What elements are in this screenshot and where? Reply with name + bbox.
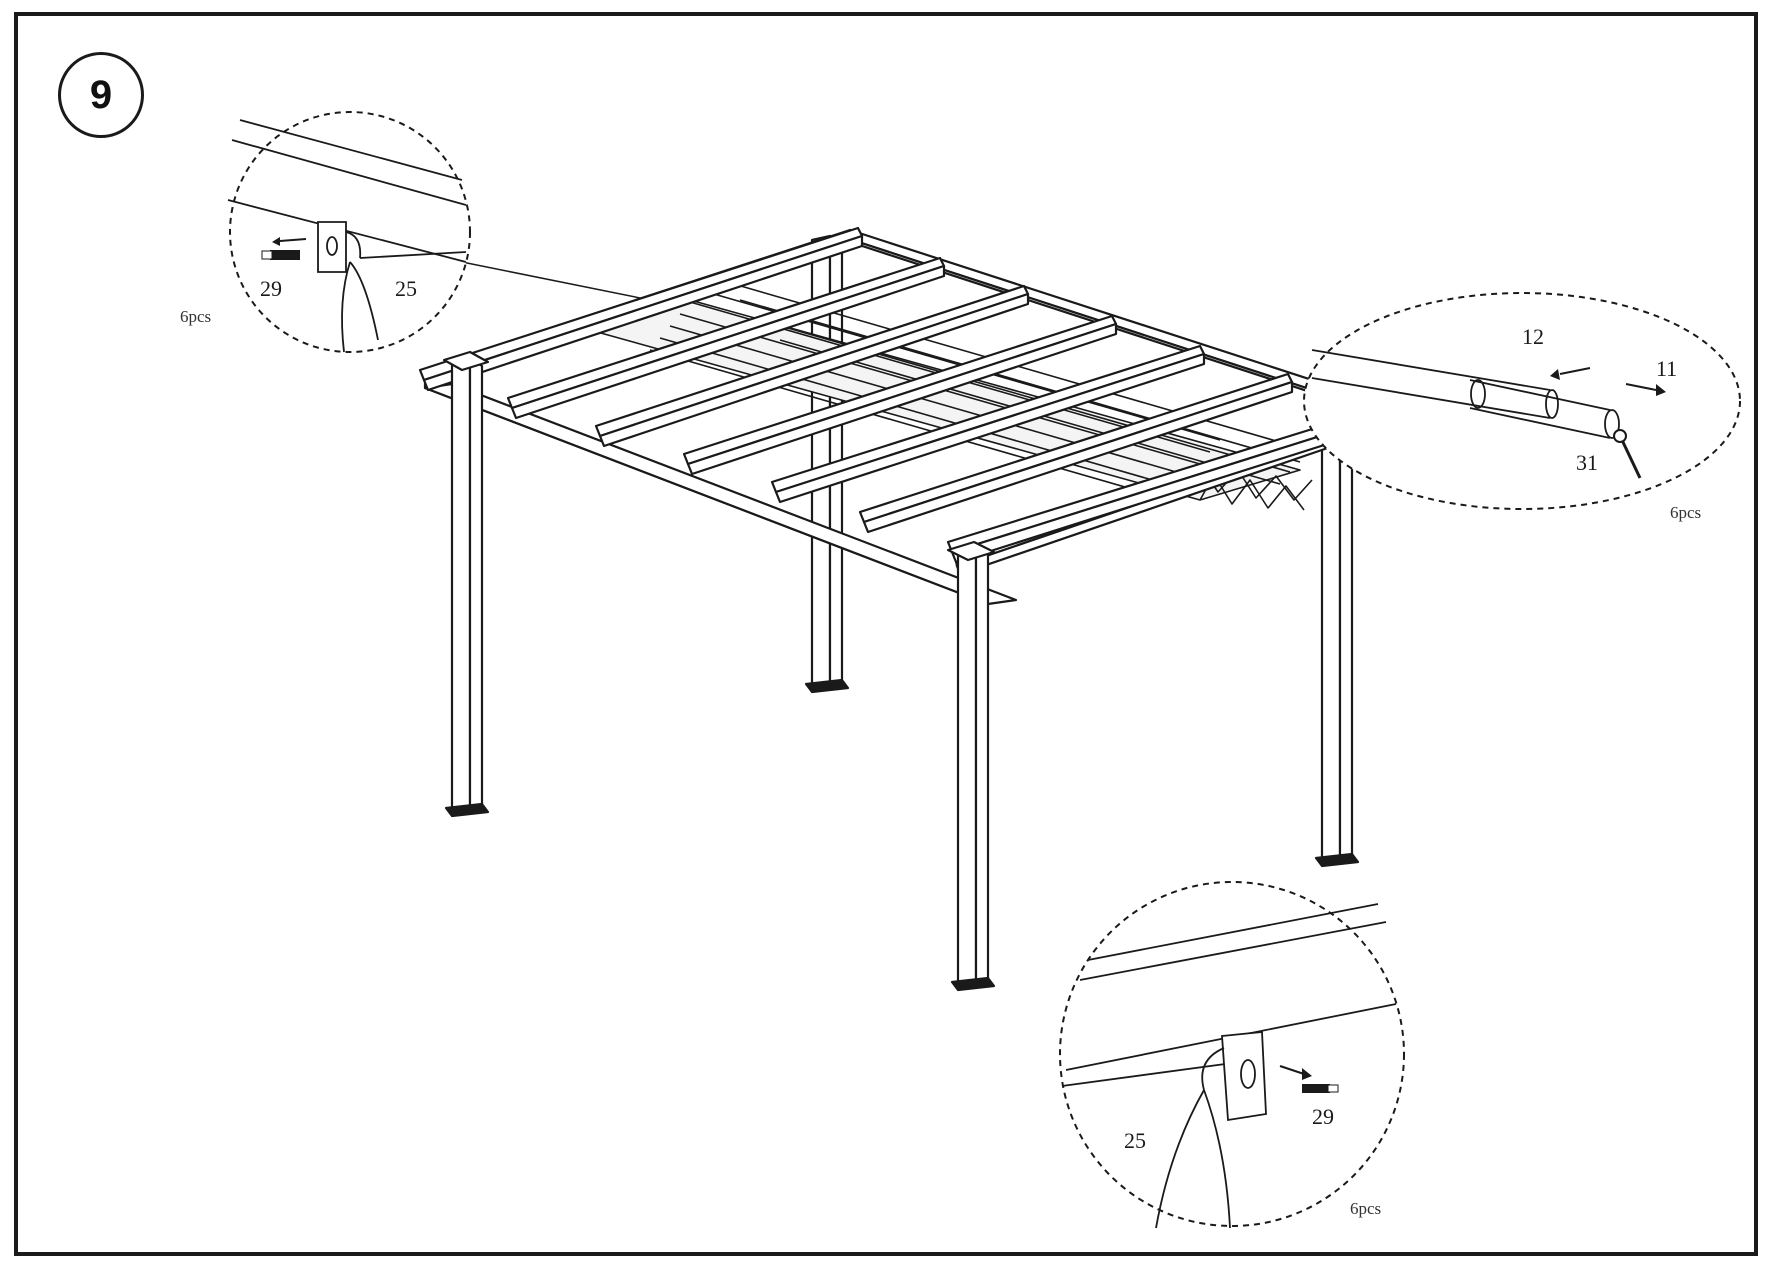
label-part-12: 12	[1522, 324, 1544, 349]
pin-icon	[1279, 1065, 1339, 1093]
back-right-post	[1314, 410, 1360, 868]
arrow-left-icon	[1550, 367, 1591, 380]
label-part-11: 11	[1656, 356, 1677, 381]
qty-bottom: 6pcs	[1350, 1199, 1381, 1218]
arrow-right-icon	[1625, 383, 1666, 396]
crossbars	[418, 226, 1386, 564]
label-rope-25-bottom: 25	[1124, 1128, 1146, 1153]
detail-bottom: 29 25 6pcs	[1059, 881, 1405, 1229]
pergola-structure	[418, 226, 1388, 992]
label-rope-25: 25	[395, 276, 417, 301]
detail-leader-line	[461, 261, 651, 301]
step-number-badge: 9	[58, 52, 144, 138]
front-left-post	[442, 350, 490, 818]
label-screw-31: 31	[1576, 450, 1598, 475]
label-pin-29: 29	[260, 276, 282, 301]
step-number: 9	[89, 72, 113, 117]
label-pin-29-bottom: 29	[1312, 1104, 1334, 1129]
detail-ellipse-right	[1303, 292, 1741, 510]
qty-right: 6pcs	[1670, 503, 1701, 522]
pin-icon	[261, 237, 307, 260]
front-right-post	[946, 540, 996, 992]
screw-icon	[1613, 429, 1642, 479]
detail-top-left: 29 25 6pcs	[180, 111, 471, 353]
detail-right: 12 11 31 6pcs	[1303, 292, 1741, 522]
qty-top-left: 6pcs	[180, 307, 211, 326]
